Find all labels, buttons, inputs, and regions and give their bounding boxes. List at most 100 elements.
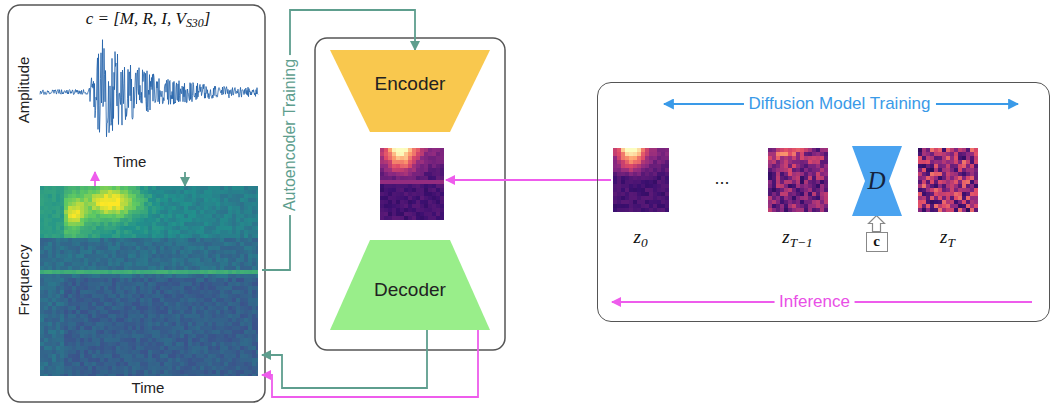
spectrogram-cell [128,246,132,250]
spectrogram-cell [76,270,80,274]
spectrogram-cell [68,194,72,198]
spectrogram-cell [48,314,52,318]
spectrogram-cell [184,302,188,306]
spectrogram-cell [148,202,152,206]
spectrogram-cell [64,206,68,210]
spectrogram-cell [104,294,108,298]
spectrogram-cell [100,298,104,302]
spectrogram-cell [228,214,232,218]
spectrogram-cell [96,314,100,318]
spectrogram-cell [88,290,92,294]
spectrogram-cell [156,322,160,326]
spectrogram-cell [140,282,144,286]
spectrogram-cell [236,286,240,290]
spectrogram-cell [116,322,120,326]
spectrogram-cell [152,226,156,230]
spectrogram-cell [112,222,116,226]
spectrogram-cell [148,246,152,250]
spectrogram-cell [116,226,120,230]
spectrogram-cell [44,306,48,310]
spectrogram-cell [80,314,84,318]
spectrogram-cell [232,218,236,222]
spectrogram-cell [60,318,64,322]
spectrogram-cell [172,218,176,222]
spectrogram-cell [92,194,96,198]
spectrogram-cell [212,242,216,246]
spectrogram-cell [256,278,258,282]
spectrogram-cell [224,318,228,322]
spectrogram-cell [228,322,232,326]
spectrogram-cell [180,294,184,298]
spectrogram-cell [196,222,200,226]
spectrogram-cell [100,190,104,194]
spectrogram-cell [88,310,92,314]
spectrogram-cell [156,246,160,250]
spectrogram-cell [144,194,148,198]
spectrogram-cell [44,206,48,210]
spectrogram-cell [244,226,248,230]
spectrogram-cell [224,282,228,286]
spectrogram-cell [108,278,112,282]
spectrogram-cell [144,282,148,286]
spectrogram-cell [108,286,112,290]
spectrogram-cell [164,214,168,218]
spectrogram-cell [256,266,258,270]
spectrogram-cell [56,306,60,310]
spectrogram-cell [144,278,148,282]
spectrogram-cell [104,246,108,250]
spectrogram-cell [72,238,76,242]
spectrogram-cell [172,282,176,286]
spectrogram-cell [152,242,156,246]
spectrogram-cell [40,274,44,278]
spectrogram-cell [52,326,56,330]
spectrogram-cell [100,206,104,210]
spectrogram-cell [200,262,204,266]
spectrogram-cell [188,306,192,310]
spectrogram-cell [136,262,140,266]
spectrogram-cell [180,266,184,270]
spectrogram-cell [200,214,204,218]
spectrogram-cell [216,278,220,282]
spectrogram-cell [252,226,256,230]
spectrogram-cell [128,222,132,226]
spectrogram-cell [204,206,208,210]
spectrogram-cell [164,222,168,226]
spectrogram-cell [192,238,196,242]
spectrogram-cell [104,274,108,278]
spectrogram-cell [232,246,236,250]
spectrogram-cell [168,194,172,198]
spectrogram-cell [88,230,92,234]
spectrogram-cell [176,282,180,286]
spectrogram-cell [120,190,124,194]
spectrogram-cell [152,198,156,202]
spectrogram-cell [148,310,152,314]
spectrogram-cell [200,226,204,230]
spectrogram-cell [128,230,132,234]
spectrogram-cell [48,234,52,238]
spectrogram-cell [252,242,256,246]
spectrogram-cell [192,318,196,322]
spectrogram-cell [76,318,80,322]
spectrogram-cell [148,270,152,274]
spectrogram-cell [100,326,104,330]
spectrogram-cell [80,294,84,298]
spectrogram-cell [172,274,176,278]
spectrogram-cell [168,294,172,298]
spectrogram-cell [192,282,196,286]
spectrogram-cell [212,278,216,282]
spectrogram-cell [196,290,200,294]
spectrogram-cell [116,258,120,262]
spectrogram-cell [228,318,232,322]
spectrogram-cell [204,234,208,238]
spectrogram-cell [208,286,212,290]
spectrogram-cell [152,246,156,250]
spectrogram-cell [172,238,176,242]
spectrogram-cell [172,302,176,306]
spectrogram-cell [228,238,232,242]
spectrogram-cell [108,322,112,326]
spectrogram-cell [160,282,164,286]
spectrogram-cell [252,282,256,286]
spectrogram-cell [120,202,124,206]
spectrogram-cell [84,222,88,226]
spectrogram-cell [132,290,136,294]
